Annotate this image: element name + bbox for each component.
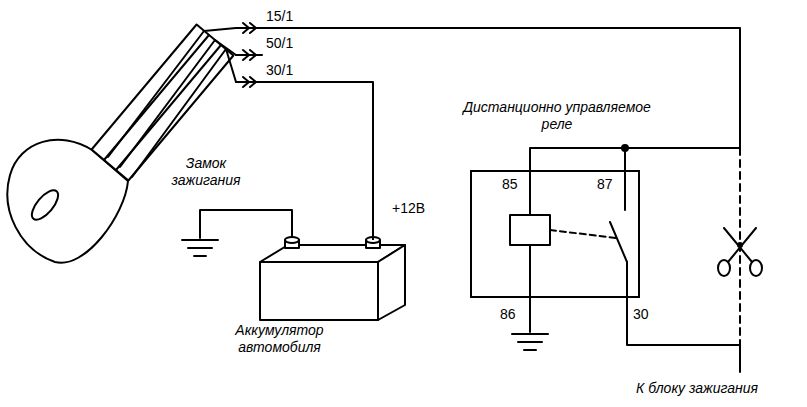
ignition-lock: Замок зажигания [0, 0, 262, 270]
pin-number: 87 [597, 176, 613, 192]
pin-number: 86 [500, 306, 516, 322]
node-caption: Дистанционно управляемое реле [450, 99, 664, 133]
wire-connector [262, 28, 740, 170]
voltage-label: +12В [392, 200, 425, 216]
scissors-symbol [718, 228, 762, 276]
relay-box: Дистанционно управляемое реле [470, 170, 640, 298]
node-caption: Замок зажигания [160, 155, 252, 189]
pin-number: 85 [502, 176, 518, 192]
pin-number: 30 [633, 306, 649, 322]
terminal-label: 30/1 [266, 62, 293, 78]
wire-destination-label: К блоку зажигания [636, 380, 758, 396]
wire-connector [262, 82, 373, 240]
car-battery: Аккумулятор автомобиля [222, 240, 406, 380]
terminal-label: 15/1 [266, 8, 293, 24]
terminal-label: 50/1 [266, 35, 293, 51]
node-caption: Аккумулятор автомобиля [222, 322, 337, 356]
